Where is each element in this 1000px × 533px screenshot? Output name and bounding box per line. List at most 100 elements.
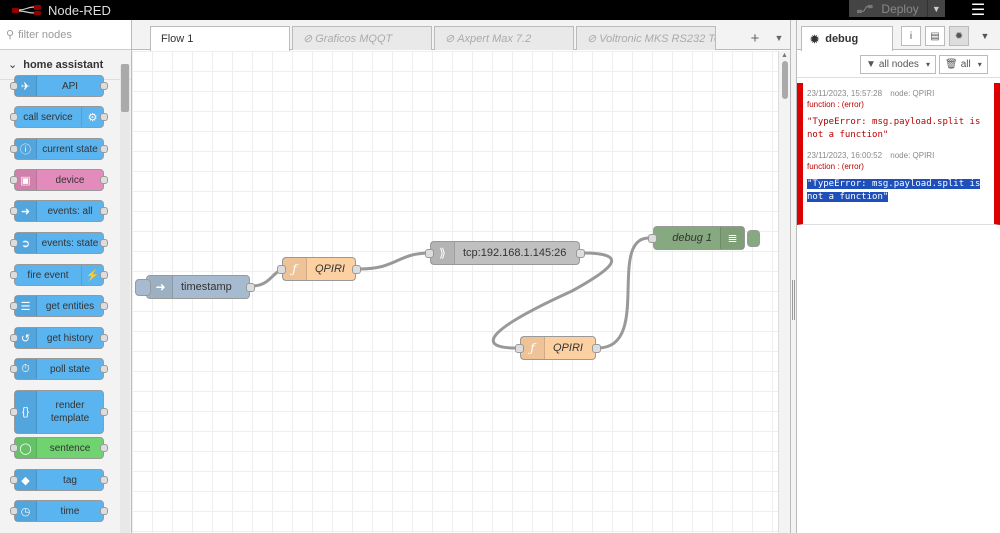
palette-node[interactable]: ◯sentence [10,437,108,459]
output-port [100,408,108,416]
header-bar: Node-RED Deploy ▼ ☰ [0,0,1000,20]
input-port[interactable] [648,234,657,243]
output-port [100,271,108,279]
message-node[interactable]: node: QPIRI [890,89,935,98]
palette-node-label: sentence [49,442,91,454]
palette-node[interactable]: ▣device [10,169,108,191]
input-port [10,145,18,153]
broadcast-icon: ⚡ [81,265,103,285]
message-source: function : (error) [807,162,864,171]
palette-node[interactable]: call service⚙ [10,106,108,128]
tab-graficos-mqqt[interactable]: ⊘ Graficos MQQT [292,26,432,50]
function-label: QPIRI [553,342,583,354]
palette-scrollbar[interactable] [120,64,130,533]
tcp-label: tcp:192.168.1.145:26 [463,247,567,259]
info-icon[interactable]: i [901,26,921,46]
output-port[interactable] [352,265,361,274]
cube-icon: ▣ [15,170,37,190]
workspace-scrollbar[interactable]: ▲ [778,51,790,533]
tcp-request-node[interactable]: ⟫ tcp:192.168.1.145:26 [425,241,585,265]
clear-messages-button[interactable]: 🗑 all ▾ [939,55,988,74]
output-port [100,82,108,90]
debug-list-icon: ≣ [720,227,744,249]
inject-node[interactable]: ➜ timestamp [135,275,255,299]
sidebar-resize-handle[interactable] [790,20,797,533]
palette-node-label: fire event [27,269,69,281]
debug-messages: 23/11/2023, 15:57:28 node: QPIRI functio… [797,83,1000,225]
scroll-up-icon[interactable]: ▲ [781,52,788,59]
palette-node[interactable]: ◷time [10,500,108,522]
bridge-icon: ⟫ [431,242,455,264]
deploy-label: Deploy [881,1,919,16]
main-menu-icon[interactable]: ☰ [970,2,986,19]
palette-node[interactable]: ➜events: all [10,200,108,222]
palette-node[interactable]: ☰get entities [10,295,108,317]
palette-node-label: current state [42,143,98,155]
wire[interactable] [359,251,431,271]
filter-input[interactable]: filter nodes [18,28,72,41]
message-timestamp: 23/11/2023, 16:00:52 [807,151,883,160]
palette-node-label: get history [46,332,94,344]
palette-node[interactable]: fire event ⚡ [10,264,108,286]
flow-workspace[interactable]: ➜ timestamp ƒ QPIRI ⟫ tcp:192.168.1.145:… [132,51,784,533]
arrow-in-icon: ➜ [149,276,173,298]
palette-node-label: render template [50,400,90,424]
deploy-button[interactable]: Deploy ▼ [849,0,945,17]
inject-button[interactable] [135,279,151,296]
input-port[interactable] [425,249,434,258]
filter-icon: ▼ [866,59,876,70]
output-port[interactable] [592,344,601,353]
debug-node[interactable]: debug 1 ≣ [648,226,760,250]
tab-label: Graficos MQQT [315,32,393,45]
bug-tab-icon[interactable]: ✹ [949,26,969,46]
function-node-2[interactable]: ƒ QPIRI [515,336,601,360]
input-port[interactable] [515,344,524,353]
function-icon: ƒ [283,258,307,280]
trash-icon: 🗑 [945,59,958,70]
tab-axpert-max[interactable]: ⊘ Axpert Max 7.2 [434,26,574,50]
history-icon: ↺ [15,328,37,348]
debug-toggle-button[interactable] [747,230,760,247]
book-icon[interactable]: ▤ [925,26,945,46]
palette-node[interactable]: ↺ get history [10,327,108,349]
robot-icon: ⚙ [81,107,103,127]
palette-node-label: get entities [45,300,95,312]
input-port [10,271,18,279]
filter-nodes-button[interactable]: ▼ all nodes ▾ [860,55,936,74]
output-port [100,365,108,373]
add-tab-icon[interactable]: + [750,29,760,47]
function-node-1[interactable]: ƒ QPIRI [277,257,361,281]
wire[interactable] [491,251,614,350]
palette-filter[interactable]: ⚲ filter nodes [0,20,131,50]
message-body-selected[interactable]: "TypeError: msg.payload.split is not a f… [803,172,994,206]
message-meta: 23/11/2023, 16:00:52 node: QPIRI [803,150,994,161]
output-port[interactable] [576,249,585,258]
tab-voltronic[interactable]: ⊘ Voltronic MKS RS232 To [576,26,716,50]
input-port [10,476,18,484]
deploy-dropdown-icon[interactable]: ▼ [926,0,945,17]
palette-node[interactable]: ⓘ current state [10,138,108,160]
palette-node[interactable]: ➲events: state [10,232,108,254]
palette-node[interactable]: ◆tag [10,469,108,491]
chevron-down-icon: ▾ [977,60,982,69]
sidebar-menu-icon[interactable]: ▼ [980,31,990,41]
wire[interactable] [597,236,650,350]
tab-list-dropdown-icon[interactable]: ▼ [774,33,784,43]
message-node[interactable]: node: QPIRI [890,151,935,160]
app-title: Node-RED [48,2,111,18]
tab-debug[interactable]: ✹ debug [801,26,893,51]
info-icon: ⓘ [15,139,37,159]
tab-flow-1[interactable]: Flow 1 [150,26,290,51]
palette-node-label: events: state [41,237,99,249]
input-port[interactable] [277,265,286,274]
tab-label: Flow 1 [161,33,194,45]
input-port [10,334,18,342]
palette-node[interactable]: {}render template [10,390,108,434]
message-body[interactable]: "TypeError: msg.payload.split is not a f… [803,110,994,150]
input-port [10,239,18,247]
palette-node[interactable]: ✈API [10,75,108,97]
output-port[interactable] [246,283,255,292]
input-port [10,113,18,121]
output-port [100,145,108,153]
palette-node[interactable]: ⏱poll state [10,358,108,380]
